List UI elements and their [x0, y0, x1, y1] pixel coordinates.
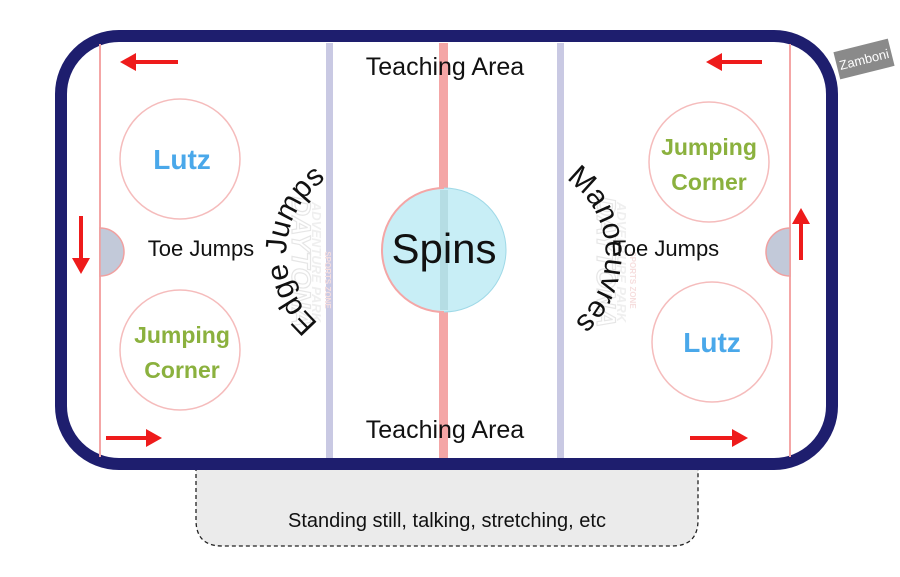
arrow-right-icon: [106, 429, 162, 447]
arrow-left-icon: [706, 53, 762, 71]
svg-text:ADVENTURE PARK: ADVENTURE PARK: [614, 201, 629, 324]
teaching-area-top: Teaching Area: [366, 53, 525, 81]
blue-line-left: [326, 43, 333, 458]
teaching-area-bottom: Teaching Area: [366, 416, 525, 444]
svg-text:DAYTONA: DAYTONA: [286, 196, 316, 327]
lutz-left-label: Lutz: [153, 144, 211, 175]
svg-text:DAYTONA: DAYTONA: [591, 196, 621, 327]
blue-line-right: [557, 43, 564, 458]
jumping-corner-right-line1: Jumping: [661, 134, 757, 160]
arrow-down-icon: [72, 216, 90, 274]
faceoff-circle-left-top: [119, 98, 241, 220]
faceoff-circle-right-top: [648, 101, 770, 223]
arrow-left-icon: [120, 53, 178, 71]
faceoff-circle-right-bottom: [651, 281, 773, 403]
faceoff-circle-left-bottom: [119, 289, 241, 411]
jumping-corner-left-line2: Corner: [144, 357, 219, 383]
toe-jumps-left: Toe Jumps: [148, 236, 254, 261]
svg-text:ADVENTURE PARK: ADVENTURE PARK: [309, 201, 324, 324]
lutz-right-label: Lutz: [683, 327, 741, 358]
watermark-right: DAYTONA ADVENTURE PARK SPORTS ZONE: [590, 196, 637, 328]
svg-text:SPORTS ZONE: SPORTS ZONE: [628, 251, 637, 309]
bench-label: Standing still, talking, stretching, etc: [288, 510, 606, 532]
arrow-right-icon: [690, 429, 748, 447]
goal-crease-right: [765, 227, 791, 277]
goal-crease-left: [99, 227, 125, 277]
toe-jumps-right: Toe Jumps: [613, 236, 719, 261]
spins-label: Spins: [391, 225, 496, 272]
watermark-left: DAYTONA ADVENTURE PARK SPORTS ZONE: [285, 196, 332, 328]
svg-text:SPORTS ZONE: SPORTS ZONE: [323, 251, 332, 309]
jumping-corner-right-line2: Corner: [671, 169, 746, 195]
arrow-up-icon: [792, 208, 810, 260]
zamboni-tag: Zamboni: [833, 38, 895, 80]
jumping-corner-left-line1: Jumping: [134, 322, 230, 348]
bench-area: [195, 460, 699, 547]
